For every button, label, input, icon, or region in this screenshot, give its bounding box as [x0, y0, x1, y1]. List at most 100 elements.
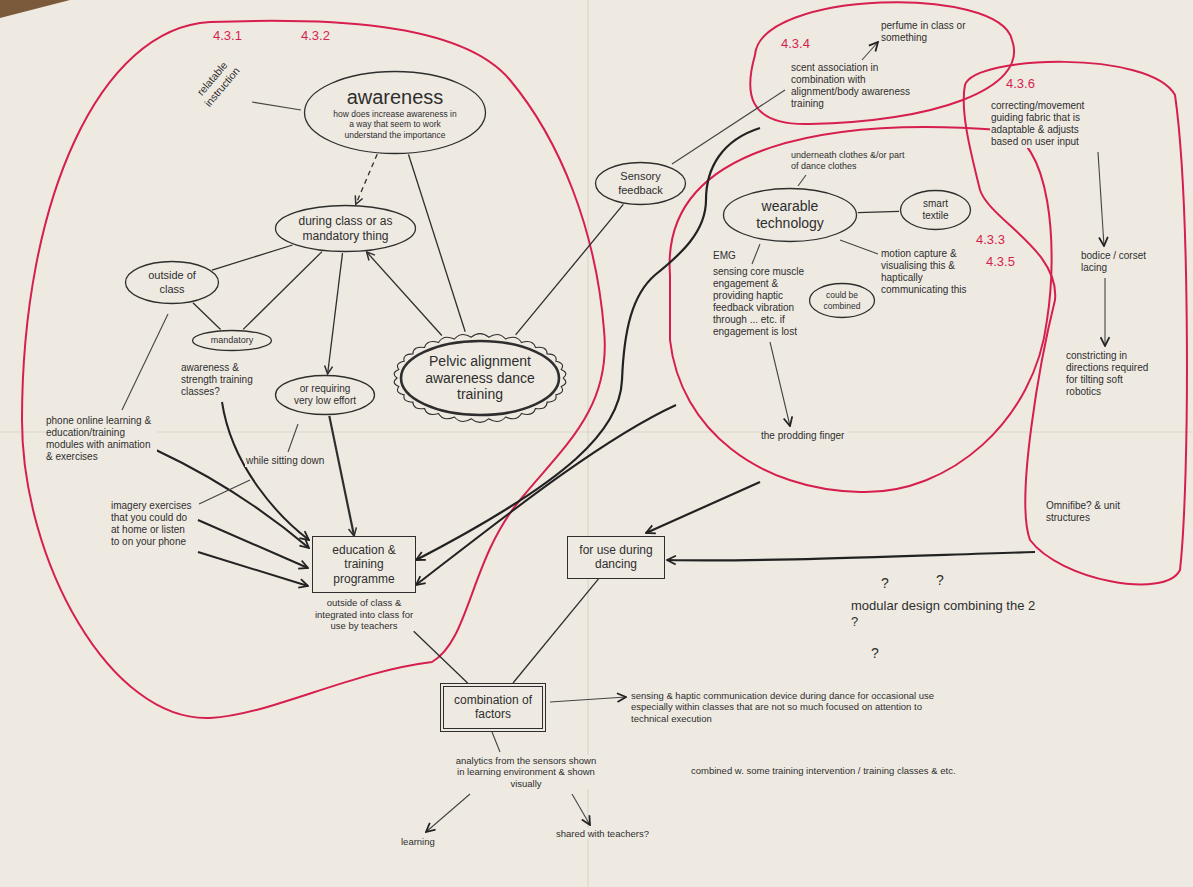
connector-line: [328, 253, 343, 374]
idea-bubble: mandatory: [191, 329, 273, 352]
leader-line: [752, 244, 760, 264]
note-text: motion capture & visualising this & hapt…: [880, 248, 972, 296]
section-outline: [670, 127, 1052, 492]
note-text: correcting/movement guiding fabric that …: [990, 100, 1104, 148]
idea-bubble: smart textile: [899, 189, 972, 231]
paper-fold: [587, 0, 588, 887]
section-arrow: [416, 405, 676, 585]
note-text: bodice / corset lacing: [1080, 250, 1162, 274]
leader-line: [492, 732, 500, 752]
leader-line: [672, 90, 785, 164]
concept-box: education & training programmeoutside of…: [310, 536, 418, 631]
connector-line: [243, 252, 322, 330]
double-box-frame: combination of factors: [440, 683, 546, 732]
box-frame: for use during dancing: [567, 536, 665, 579]
section-arrow: [646, 482, 760, 533]
leader-line: [572, 794, 590, 825]
connector-line: [212, 245, 293, 270]
bubble-ring: [401, 341, 559, 415]
idea-arrow: [198, 552, 308, 586]
idea-arrow: [198, 520, 308, 568]
table-corner: [0, 0, 70, 18]
box-title: education & training programme: [319, 543, 409, 586]
bubble-ring: [901, 191, 971, 230]
note-text: while sitting down: [245, 455, 329, 467]
bubble-text: mandatory: [206, 335, 258, 346]
connector-line: [409, 155, 466, 332]
connector-line: [516, 204, 624, 335]
bubble-text: during class or as mandatory thing: [298, 214, 393, 243]
note-text: scent association in combination with al…: [790, 62, 917, 110]
paper-fold: [0, 431, 1193, 432]
leader-line: [122, 314, 168, 410]
note-text: ?: [935, 572, 945, 589]
note-text: imagery exercises that you could do at h…: [110, 500, 197, 548]
idea-bubble: could be combined: [808, 282, 876, 319]
note-text: analytics from the sensors shown in lear…: [450, 755, 602, 789]
note-text: awareness & strength training classes?: [180, 362, 262, 398]
connector-line: [513, 579, 599, 683]
bubble-text: smart textile: [913, 198, 959, 222]
leader-line: [840, 240, 878, 254]
callout-number: 4.3.6: [1005, 76, 1036, 92]
connector-line: [329, 416, 354, 536]
connector-line: [414, 631, 468, 683]
section-outline: [750, 2, 1014, 124]
bubble-text: wearable technology: [745, 198, 835, 232]
idea-bubble: wearable technology: [722, 187, 858, 243]
leader-line: [798, 175, 806, 186]
bubble-text: awareness: [333, 85, 457, 109]
note-text: shared with teachers?: [555, 828, 667, 839]
leader-line: [1098, 152, 1104, 246]
connector-line: [193, 303, 221, 330]
bubble-note: how does increase awareness in a way tha…: [333, 109, 457, 140]
note-text: perfume in class or something: [880, 20, 972, 44]
concept-box: for use during dancing: [567, 536, 665, 579]
box-title: combination of factors: [450, 693, 536, 722]
bubble-ring: [305, 72, 486, 154]
leader-line: [199, 480, 250, 504]
bubble-text: or requiring very low effort: [292, 383, 358, 407]
note-text: constricting in directions required for …: [1065, 350, 1157, 398]
section-outline: [22, 21, 605, 718]
connector-line: [356, 154, 377, 204]
leader-line: [288, 424, 298, 452]
note-text: modular design combining the 2 ?: [850, 598, 1042, 629]
callout-number: 4.3.5: [985, 254, 1016, 270]
leader-line: [426, 794, 470, 832]
leader-line: [550, 697, 626, 702]
idea-bubble: awarenesshow does increase awareness in …: [303, 70, 487, 155]
scalloped-outline: [394, 334, 566, 423]
note-text: ?: [880, 575, 890, 592]
note-text: Omnifibe? & unit structures: [1045, 500, 1147, 524]
section-arrow: [667, 552, 1035, 560]
note-text: sensing core muscle engagement & providi…: [712, 266, 809, 338]
note-text: combined w. some training intervention /…: [690, 765, 962, 776]
core-topic-bubble: Pelvic alignment awareness dance trainin…: [391, 331, 569, 425]
bubble-ring: [126, 262, 219, 304]
callout-number: 4.3.2: [300, 28, 331, 44]
connector-line: [367, 252, 442, 336]
section-outline: [964, 62, 1187, 585]
bubble-ring: [193, 331, 272, 351]
bubble-ring: [724, 189, 857, 242]
bubble-text: Sensory feedback: [611, 170, 671, 196]
bubble-text: could be combined: [821, 290, 863, 310]
idea-bubble: or requiring very low effort: [274, 374, 376, 416]
note-text: phone online learning & education/traini…: [45, 415, 157, 463]
leader-line: [770, 342, 790, 426]
note-text: relatable instruction: [178, 40, 255, 125]
box-title: for use during dancing: [574, 543, 658, 572]
idea-bubble: during class or as mandatory thing: [274, 204, 417, 253]
note-text: underneath clothes &/or part of dance cl…: [790, 150, 912, 172]
concept-box: combination of factors: [440, 683, 546, 732]
note-text: ?: [870, 645, 880, 662]
section-arrow: [416, 128, 760, 560]
leader-line: [252, 102, 301, 110]
box-frame: education & training programme: [312, 536, 416, 593]
note-text: learning: [400, 836, 436, 847]
idea-arrow: [222, 402, 309, 540]
connector-line: [858, 211, 899, 212]
bubble-ring: [810, 284, 875, 318]
